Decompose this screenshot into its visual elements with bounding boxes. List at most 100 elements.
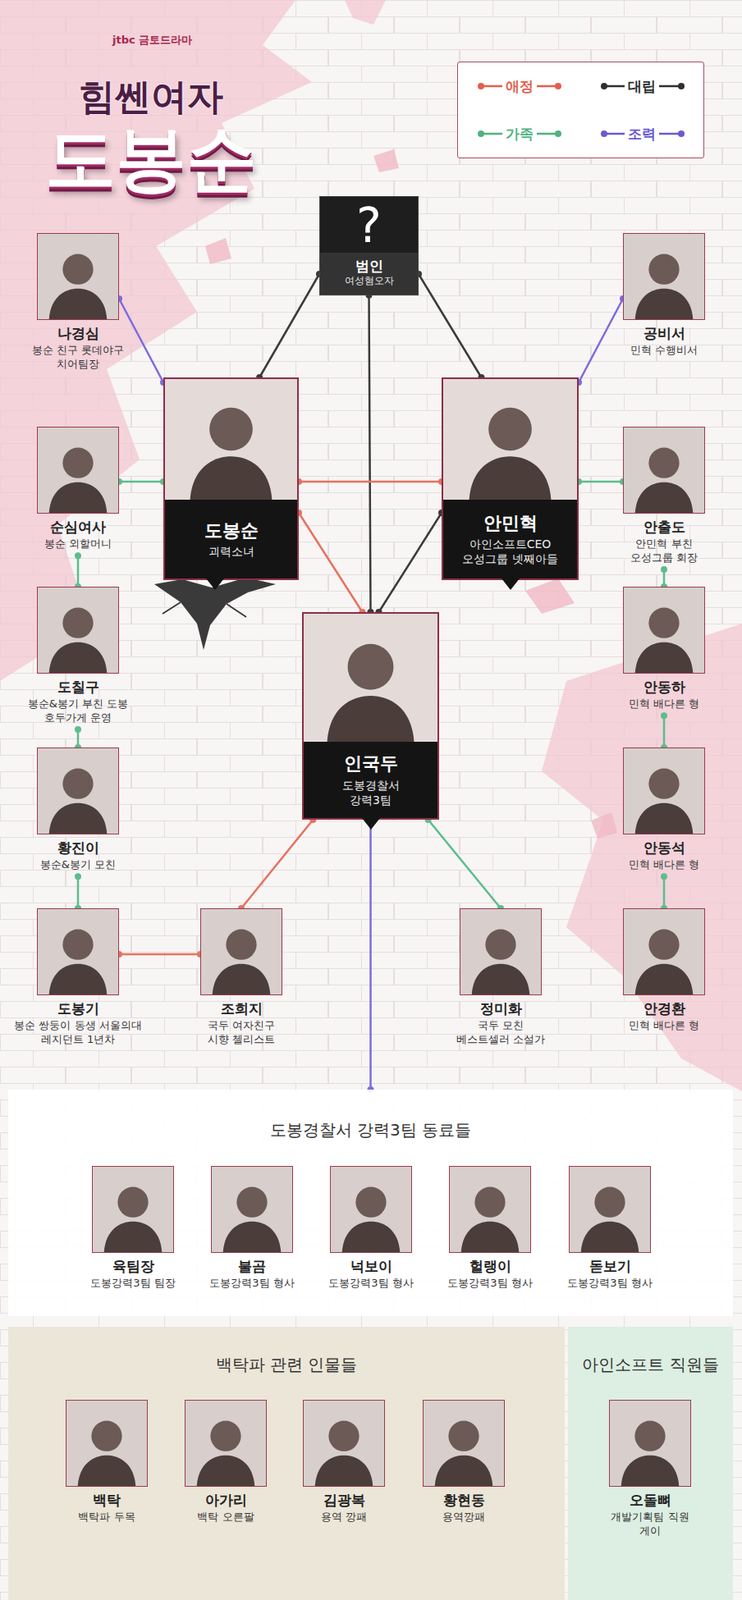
portrait-body — [342, 1222, 401, 1253]
portrait-body — [49, 803, 108, 834]
portrait-placeholder — [37, 909, 119, 995]
portrait-head — [62, 769, 93, 800]
portrait-head — [648, 608, 679, 639]
character-card: 불곰도봉강력3팀 형사 — [210, 1166, 294, 1296]
portrait-body — [49, 288, 108, 320]
portrait-head — [117, 1187, 148, 1219]
portrait-frame — [459, 908, 542, 996]
relation-line — [241, 819, 313, 909]
portrait-frame — [448, 1166, 532, 1254]
legend-text-wrap: 애정 — [458, 79, 582, 94]
relation-line — [578, 298, 623, 383]
relation-connector — [115, 295, 167, 386]
mystery-mark: ? — [320, 196, 418, 253]
relation-connector — [295, 478, 445, 486]
character-card: 안경환민혁 배다른 형 — [622, 908, 706, 1038]
portrait-head — [648, 448, 679, 479]
character-card: 육팀장도봉강력3팀 팀장 — [91, 1166, 175, 1296]
relation-connector — [238, 816, 317, 912]
relation-line — [578, 480, 623, 484]
portrait-frame — [65, 1400, 148, 1488]
portrait-placeholder — [37, 748, 119, 834]
main-character-card: 안민혁아인소프트CEO 오성그룹 넷째아들 — [441, 377, 579, 581]
relation-line — [77, 555, 80, 587]
portrait-body — [635, 642, 694, 674]
card-pointer — [501, 578, 520, 591]
portrait-frame — [568, 1166, 651, 1254]
pink-splash — [541, 623, 742, 1092]
portrait-placeholder — [449, 1167, 531, 1253]
floor-crack — [154, 577, 276, 651]
character-name: 안출도 — [622, 518, 706, 536]
portrait-placeholder — [211, 1167, 293, 1253]
character-role: 개발기획팀 직원 게이 — [604, 1511, 696, 1539]
portrait-body — [315, 1456, 374, 1487]
portrait-frame — [200, 908, 283, 996]
character-role: 백탁 오른팔 — [172, 1511, 280, 1526]
character-card: 정미화국두 모친 베스트셀러 소설가 — [459, 908, 542, 1052]
relation-line — [259, 274, 320, 378]
character-role: 봉순 쌍둥이 동생 서울의대 레지던트 1년차 — [12, 1019, 144, 1048]
portrait-frame — [36, 586, 120, 674]
portrait-head — [634, 1421, 665, 1452]
pink-splash — [344, 0, 386, 25]
legend-text: 대립 — [624, 77, 660, 95]
relation-line — [428, 819, 501, 909]
character-name: 넉보이 — [329, 1258, 413, 1276]
character-role: 국두 여자친구 시향 첼리스트 — [200, 1019, 283, 1048]
character-name: 안경환 — [622, 1000, 706, 1018]
relation-connector — [295, 509, 366, 616]
relation-line — [119, 480, 164, 484]
character-name: 육팀장 — [91, 1258, 175, 1276]
character-role: 도봉강력3팀 형사 — [552, 1277, 668, 1292]
character-name: 범인 — [321, 257, 417, 275]
legend-dot — [477, 82, 485, 90]
line-end-dot — [660, 712, 668, 720]
legend-dot — [677, 130, 685, 138]
character-name: 정미화 — [459, 1000, 542, 1018]
legend-dot — [477, 130, 485, 138]
portrait-placeholder — [443, 379, 578, 500]
legend-dot — [554, 82, 562, 90]
character-card: 황현동용역깡패 — [422, 1400, 505, 1530]
character-card: 돋보기도봉강력3팀 형사 — [568, 1166, 651, 1296]
portrait-placeholder — [37, 427, 119, 513]
character-name: 순심여사 — [36, 518, 120, 536]
portrait-frame — [622, 426, 706, 514]
legend-item: 가족 — [458, 109, 582, 158]
character-name: 조희지 — [200, 1000, 283, 1018]
portrait-frame — [36, 233, 120, 321]
portrait-placeholder — [330, 1167, 412, 1253]
character-role: 민혁 배다른 형 — [610, 697, 718, 712]
relation-line — [369, 295, 371, 613]
portrait-body — [635, 482, 694, 513]
portrait-body — [635, 964, 694, 995]
character-name: 안민혁 — [483, 512, 538, 536]
pink-shard — [205, 238, 232, 265]
relation-connector — [256, 270, 323, 381]
character-role: 도봉강력3팀 형사 — [313, 1277, 429, 1292]
portrait-head — [210, 1421, 241, 1452]
portrait-body — [581, 1222, 640, 1253]
portrait-head — [225, 929, 257, 961]
portrait-body — [635, 288, 694, 320]
group-panel: 도봉경찰서 강력3팀 동료들육팀장도봉강력3팀 팀장불곰도봉강력3팀 형사넉보이… — [8, 1090, 733, 1317]
character-name: 백탁 — [65, 1492, 148, 1510]
portrait-body — [104, 1222, 163, 1253]
relation-connector — [575, 478, 627, 486]
portrait-head — [91, 1421, 122, 1452]
character-card: 도봉기봉순 쌍둥이 동생 서울의대 레지던트 1년차 — [36, 908, 120, 1052]
line-end-dot — [660, 566, 668, 573]
line-end-dot — [74, 726, 82, 733]
relation-connector — [115, 478, 167, 486]
portrait-body — [77, 1456, 137, 1487]
group-panel: 백탁파 관련 인물들백탁백탁파 두목아가리백탁 오른팔김광복용역 깡패황현동용역… — [8, 1327, 565, 1600]
character-role: 여성혐오자 — [321, 274, 417, 289]
line-end-dot — [660, 873, 668, 880]
portrait-frame — [36, 747, 120, 835]
name-band: 도봉순괴력소녀 — [164, 499, 298, 579]
group-heading: 아인소프트 직원들 — [567, 1354, 733, 1376]
legend-text: 조력 — [624, 125, 660, 142]
portrait-body — [471, 964, 531, 995]
